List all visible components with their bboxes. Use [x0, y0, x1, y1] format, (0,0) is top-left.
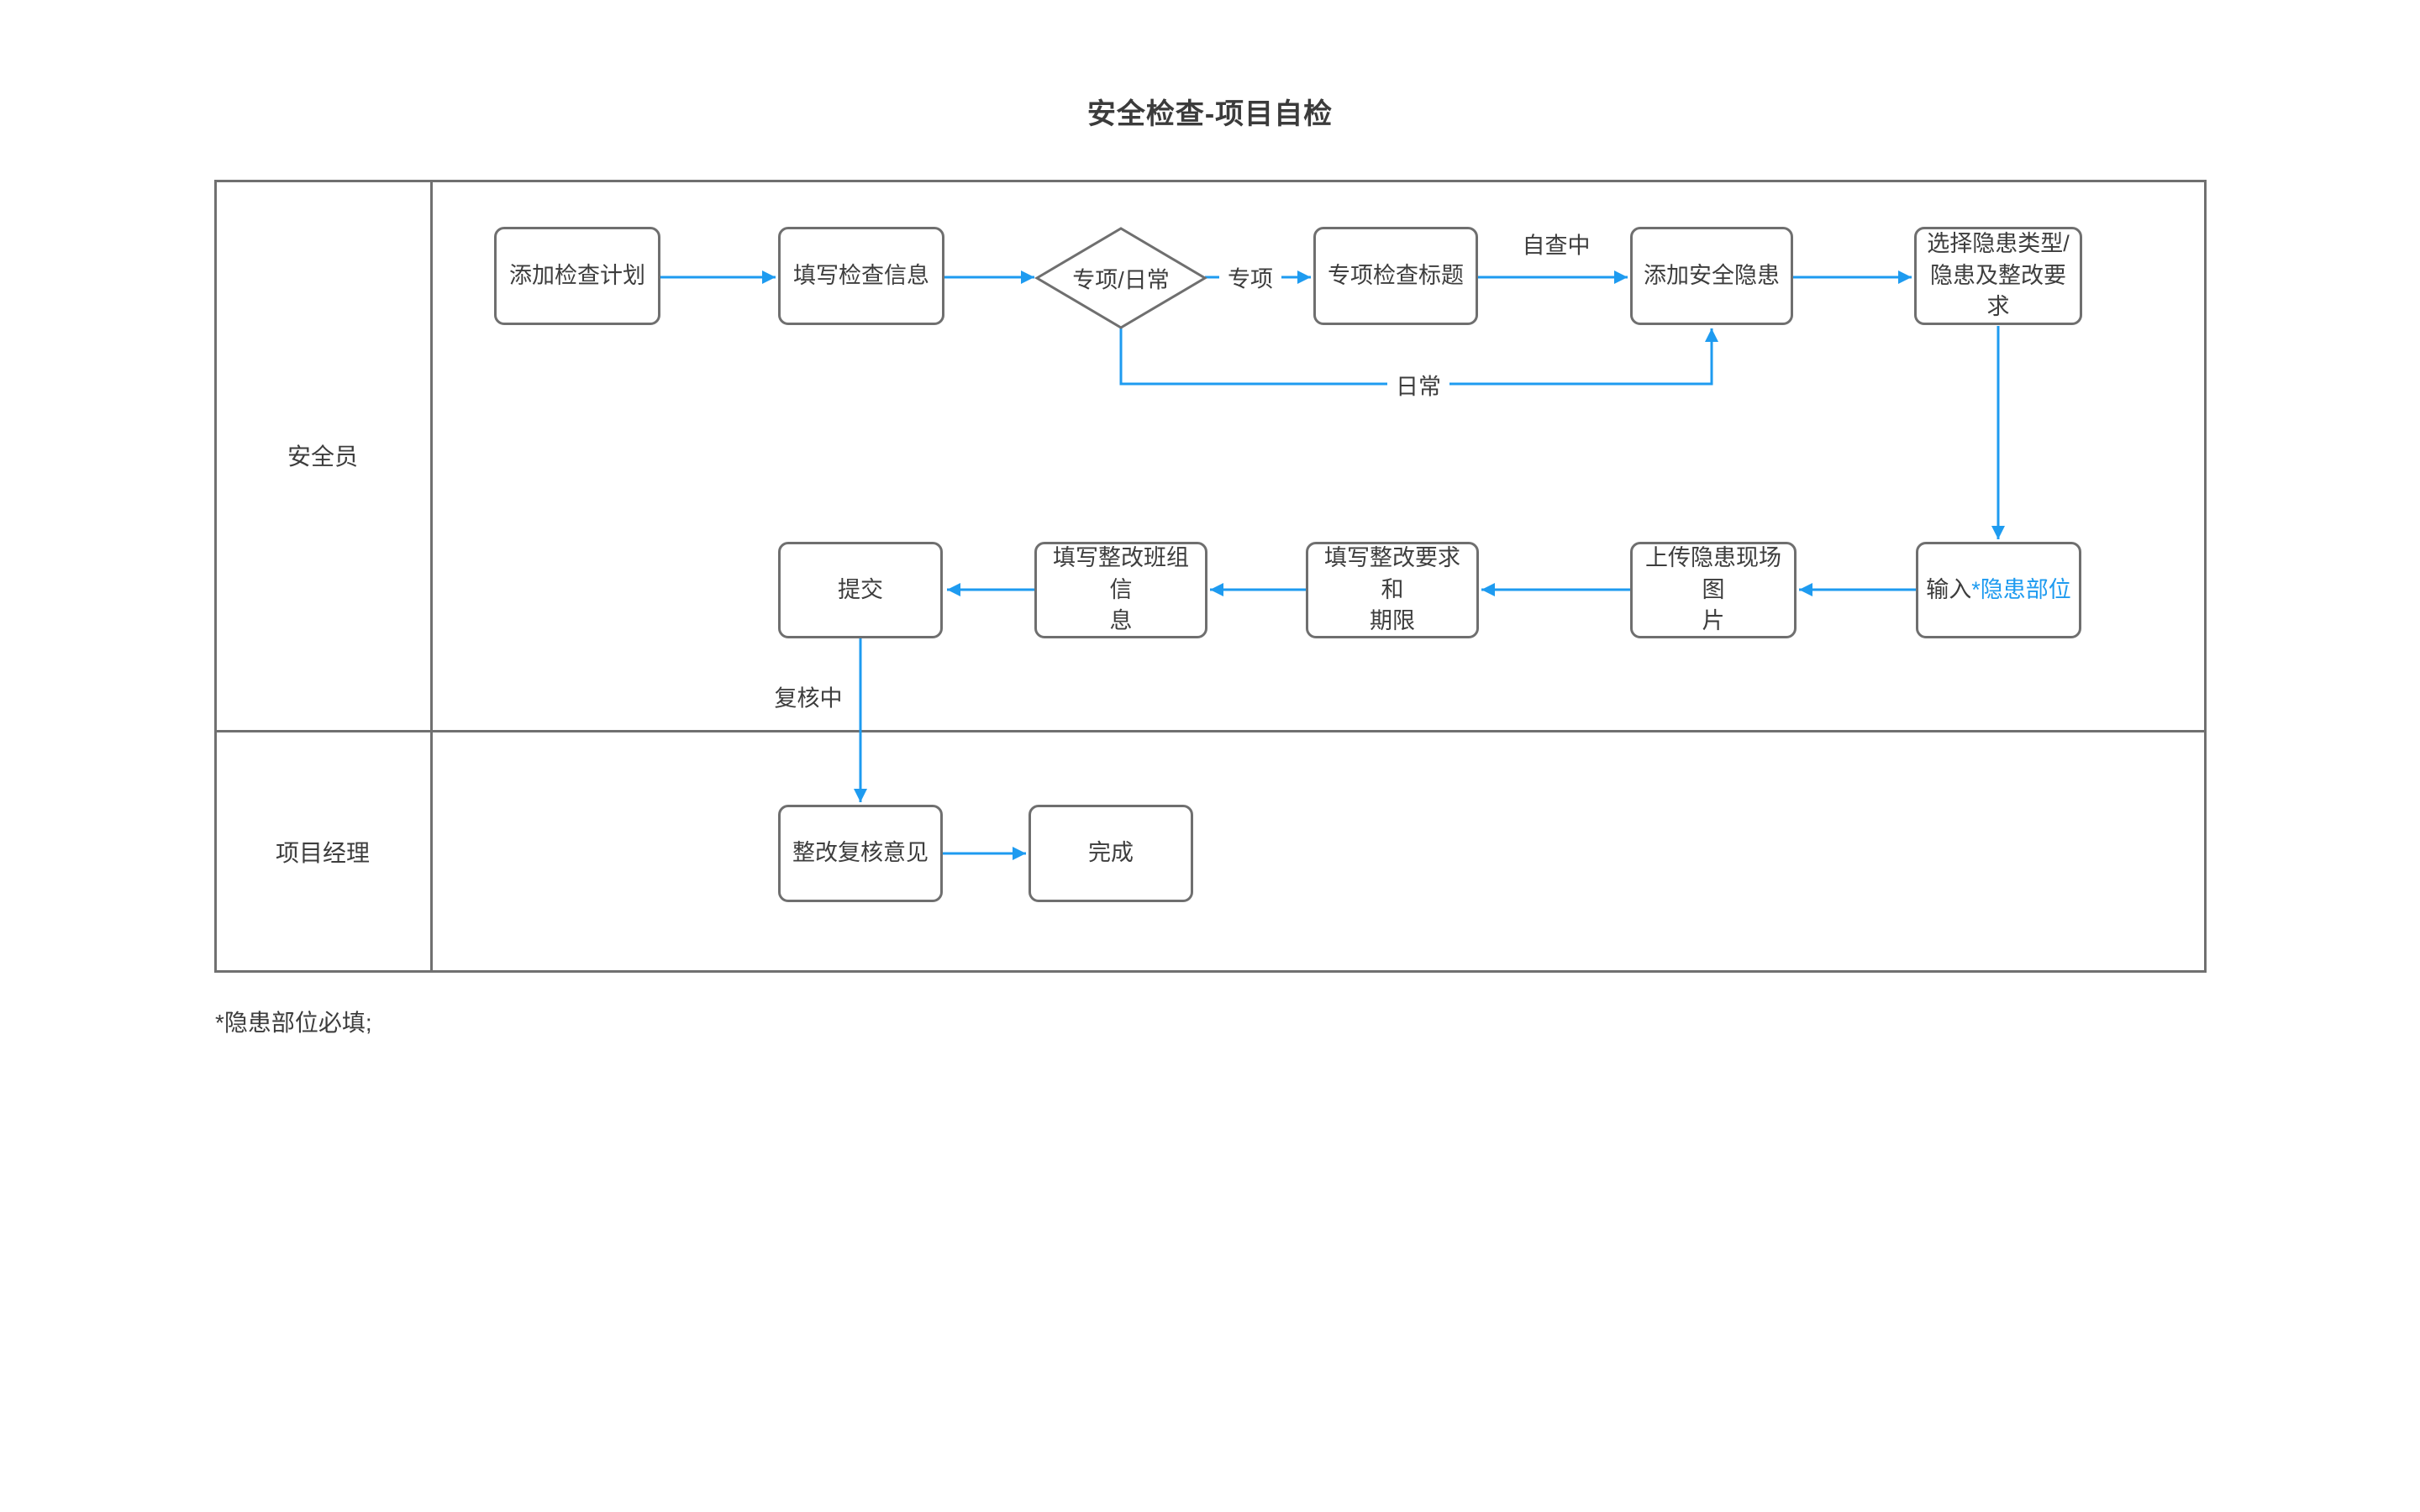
node-done: 完成 [1028, 805, 1193, 902]
swimlane-label-divider [430, 180, 433, 973]
edge-label-special: 专项 [1219, 259, 1281, 296]
diagram-title: 安全检查-项目自检 [1086, 98, 1334, 130]
node-fill-requirement: 填写整改要求和 期限 [1306, 542, 1479, 638]
edge-label-daily: 日常 [1387, 366, 1449, 403]
input-location-prefix: 输入 [1926, 576, 1972, 602]
footnote: *隐患部位必填; [215, 1010, 372, 1036]
node-add-plan: 添加检查计划 [494, 227, 660, 325]
node-add-hazard: 添加安全隐患 [1630, 227, 1793, 325]
swimlane-frame [214, 180, 2207, 973]
node-input-location: 输入*隐患部位 [1916, 542, 2081, 638]
edge-label-self-checking: 自查中 [1522, 233, 1591, 259]
decision-diamond-shape [1034, 227, 1207, 329]
node-select-type: 选择隐患类型/ 隐患及整改要求 [1914, 227, 2082, 325]
node-upload-photo: 上传隐患现场图 片 [1630, 542, 1797, 638]
node-submit: 提交 [778, 542, 943, 638]
node-special-title: 专项检查标题 [1313, 227, 1478, 325]
node-fill-team: 填写整改班组信 息 [1034, 542, 1207, 638]
node-review-opinion: 整改复核意见 [778, 805, 943, 902]
node-fill-info: 填写检查信息 [778, 227, 944, 325]
node-decision-label: 专项/日常 [1072, 267, 1170, 293]
lane-label-safety-officer: 安全员 [287, 444, 359, 470]
swimlane-row-divider [214, 730, 2207, 732]
lane-label-project-manager: 项目经理 [275, 840, 371, 866]
edge-label-reviewing: 复核中 [774, 685, 843, 711]
input-location-required-link: *隐患部位 [1971, 576, 2071, 602]
